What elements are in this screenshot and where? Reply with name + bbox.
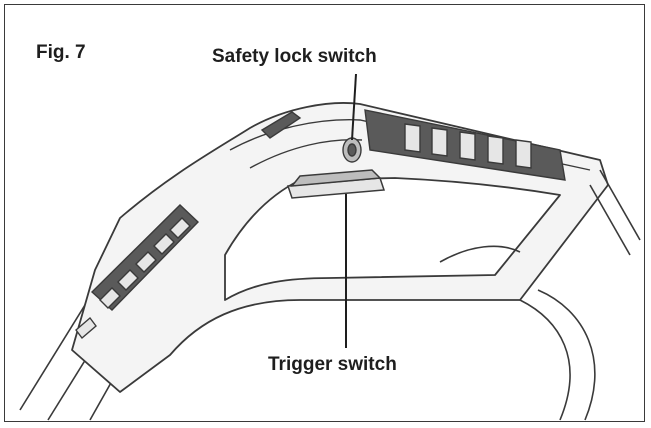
thumb-rest [260,111,302,139]
figure-number: Fig. 7 [36,42,86,63]
safety-lock-leader [351,73,357,141]
figure-frame [4,4,645,422]
front-grip [75,204,199,340]
safety-lock-label: Safety lock switch [212,46,377,67]
trigger-label: Trigger switch [268,354,397,375]
rear-grip [364,109,566,181]
handle-body [71,102,609,393]
trigger-switch [286,169,386,199]
safety-lock-switch [342,137,362,163]
power-cable [439,169,641,421]
